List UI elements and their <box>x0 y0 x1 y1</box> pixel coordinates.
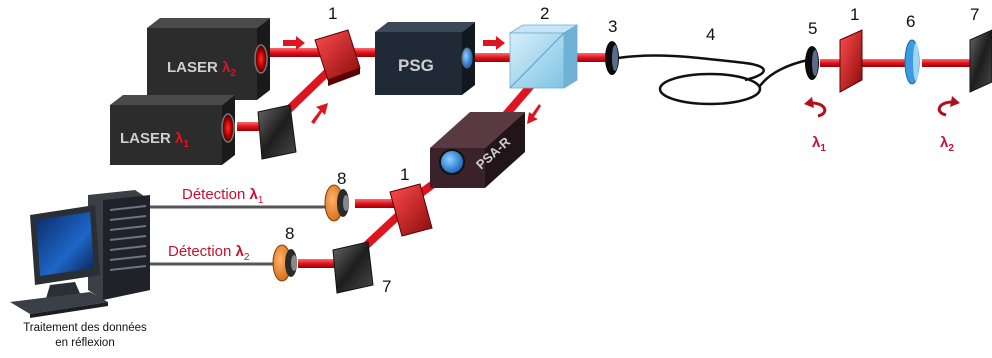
psa-r-box: PSA-R <box>430 112 525 188</box>
label-num-1-top: 1 <box>328 4 337 23</box>
label-num-1-right: 1 <box>850 5 859 24</box>
label-num-3: 3 <box>608 17 617 36</box>
svg-text:LASER λ2: LASER λ2 <box>167 59 236 79</box>
label-num-7-bottom: 7 <box>382 277 391 296</box>
det1-lambda: λ <box>250 186 259 203</box>
polarizer-plate-1-mid <box>389 183 433 237</box>
label-num-2: 2 <box>540 4 549 23</box>
label-num-6: 6 <box>906 12 915 31</box>
rotation-arrow-lambda1 <box>804 97 827 118</box>
det2-sub: 2 <box>244 252 250 263</box>
fiber-coil-4 <box>617 54 809 106</box>
label-num-8-bottom: 8 <box>285 224 294 243</box>
detection-lambda2-label: Détection λ2 <box>168 243 250 263</box>
caption-line-2: en réflexion <box>55 337 115 349</box>
caption-line-1: Traitement des données <box>23 322 147 334</box>
direction-arrows <box>283 36 541 124</box>
laser-beams <box>237 48 972 268</box>
mirror-7-right <box>969 29 992 93</box>
detection-lambda1-label: Détection λ1 <box>182 186 264 206</box>
svg-text:LASER λ1: LASER λ1 <box>120 130 189 150</box>
laser2-sub: 2 <box>230 68 236 79</box>
rot2-sub: 2 <box>948 143 954 154</box>
laser1-lambda: λ <box>175 130 184 147</box>
polarizer-plate-1-right <box>839 29 863 93</box>
det2-lambda: λ <box>236 243 245 260</box>
laser1-label: LASER <box>120 130 175 147</box>
label-num-4: 4 <box>706 25 715 44</box>
laser2-lambda: λ <box>222 59 231 76</box>
rotation-arrow-lambda2 <box>937 96 960 117</box>
label-num-7-right: 7 <box>970 5 979 24</box>
label-num-5: 5 <box>808 19 817 38</box>
lens-6 <box>904 39 920 85</box>
polarizer-plate-1-top <box>314 29 361 86</box>
rot1-lambda: λ <box>812 134 821 151</box>
waveplate-3 <box>605 41 619 75</box>
det1-sub: 1 <box>258 195 264 206</box>
beam-splitter-cube <box>508 24 579 89</box>
mirror-laser1 <box>257 104 297 160</box>
psg-label: PSG <box>398 56 434 75</box>
laser-lambda1-box: LASER λ1 <box>110 95 235 165</box>
computer-icon <box>10 190 150 318</box>
caption: Traitement des données en réflexion <box>0 321 170 351</box>
label-num-8-top: 8 <box>337 169 346 188</box>
photodetector-8-bottom <box>272 244 297 282</box>
rot1-sub: 1 <box>820 143 826 154</box>
det2-text: Détection <box>168 243 236 260</box>
mirror-7-bottom <box>332 241 374 294</box>
photodetector-8-top <box>324 184 349 222</box>
rot2-lambda: λ <box>940 134 949 151</box>
waveplate-5 <box>805 46 819 80</box>
laser1-sub: 1 <box>183 139 189 150</box>
rotation-lambda1-label: λ1 <box>812 134 826 154</box>
laser-lambda2-box: LASER λ2 <box>147 18 270 100</box>
psg-box: PSG <box>375 22 475 95</box>
label-num-1-mid: 1 <box>400 165 409 184</box>
det1-text: Détection <box>182 186 250 203</box>
laser2-label: LASER <box>167 59 222 76</box>
rotation-lambda2-label: λ2 <box>940 134 954 154</box>
data-cables <box>145 205 326 266</box>
